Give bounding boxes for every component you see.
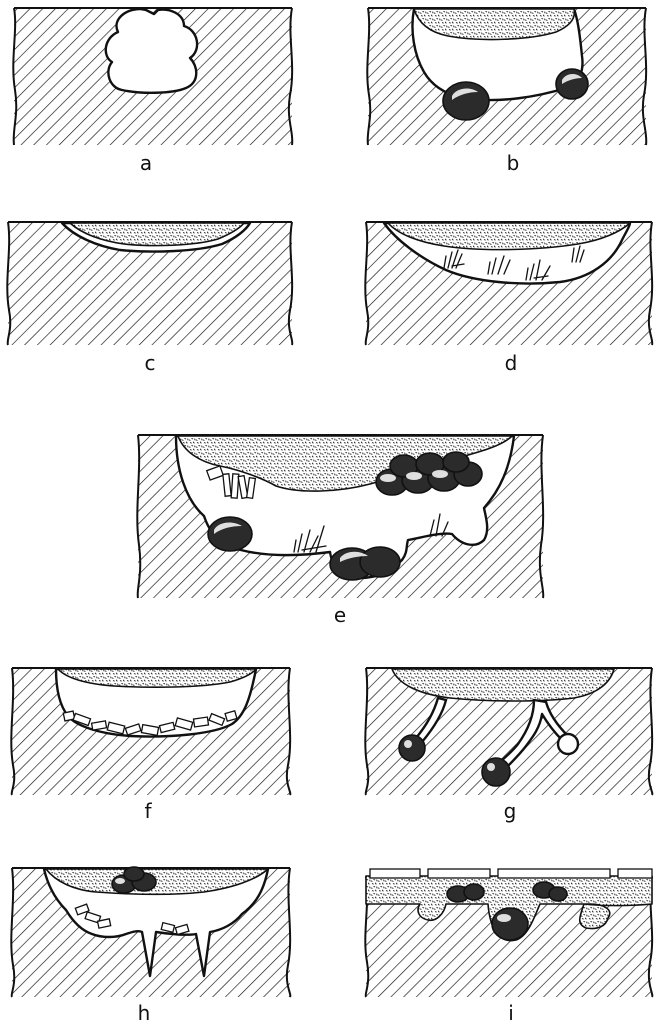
panel-label-e: e <box>334 603 346 627</box>
surface-slab <box>498 869 610 878</box>
panel-label-i: i <box>508 1001 514 1025</box>
surface-slab <box>428 869 490 878</box>
panel-h: h <box>11 867 290 1025</box>
panel-i: i <box>365 869 652 1025</box>
stone <box>556 69 588 99</box>
panel-label-d: d <box>505 351 518 375</box>
panel-label-f: f <box>144 799 152 823</box>
panel-label-b: b <box>507 151 520 175</box>
panel-label-h: h <box>138 1001 151 1025</box>
stone <box>208 517 252 551</box>
panel-f: f <box>11 668 290 823</box>
stone <box>482 758 510 786</box>
surface-slabs <box>370 869 652 878</box>
surface-slab <box>618 869 652 878</box>
surface-slab <box>370 869 420 878</box>
panel-g: g <box>365 668 652 823</box>
solution-cavity <box>106 9 197 93</box>
stone <box>399 735 425 761</box>
panel-b: b <box>367 8 646 175</box>
pipe-end-void <box>558 734 578 754</box>
panel-label-c: c <box>145 351 156 375</box>
panel-c: c <box>7 222 292 375</box>
panel-a: a <box>13 8 292 175</box>
panel-label-a: a <box>140 151 152 175</box>
panel-d: d <box>365 222 652 375</box>
stone <box>443 82 489 120</box>
panel-label-g: g <box>504 799 517 823</box>
stone <box>360 547 400 577</box>
panel-e: e <box>137 435 543 627</box>
